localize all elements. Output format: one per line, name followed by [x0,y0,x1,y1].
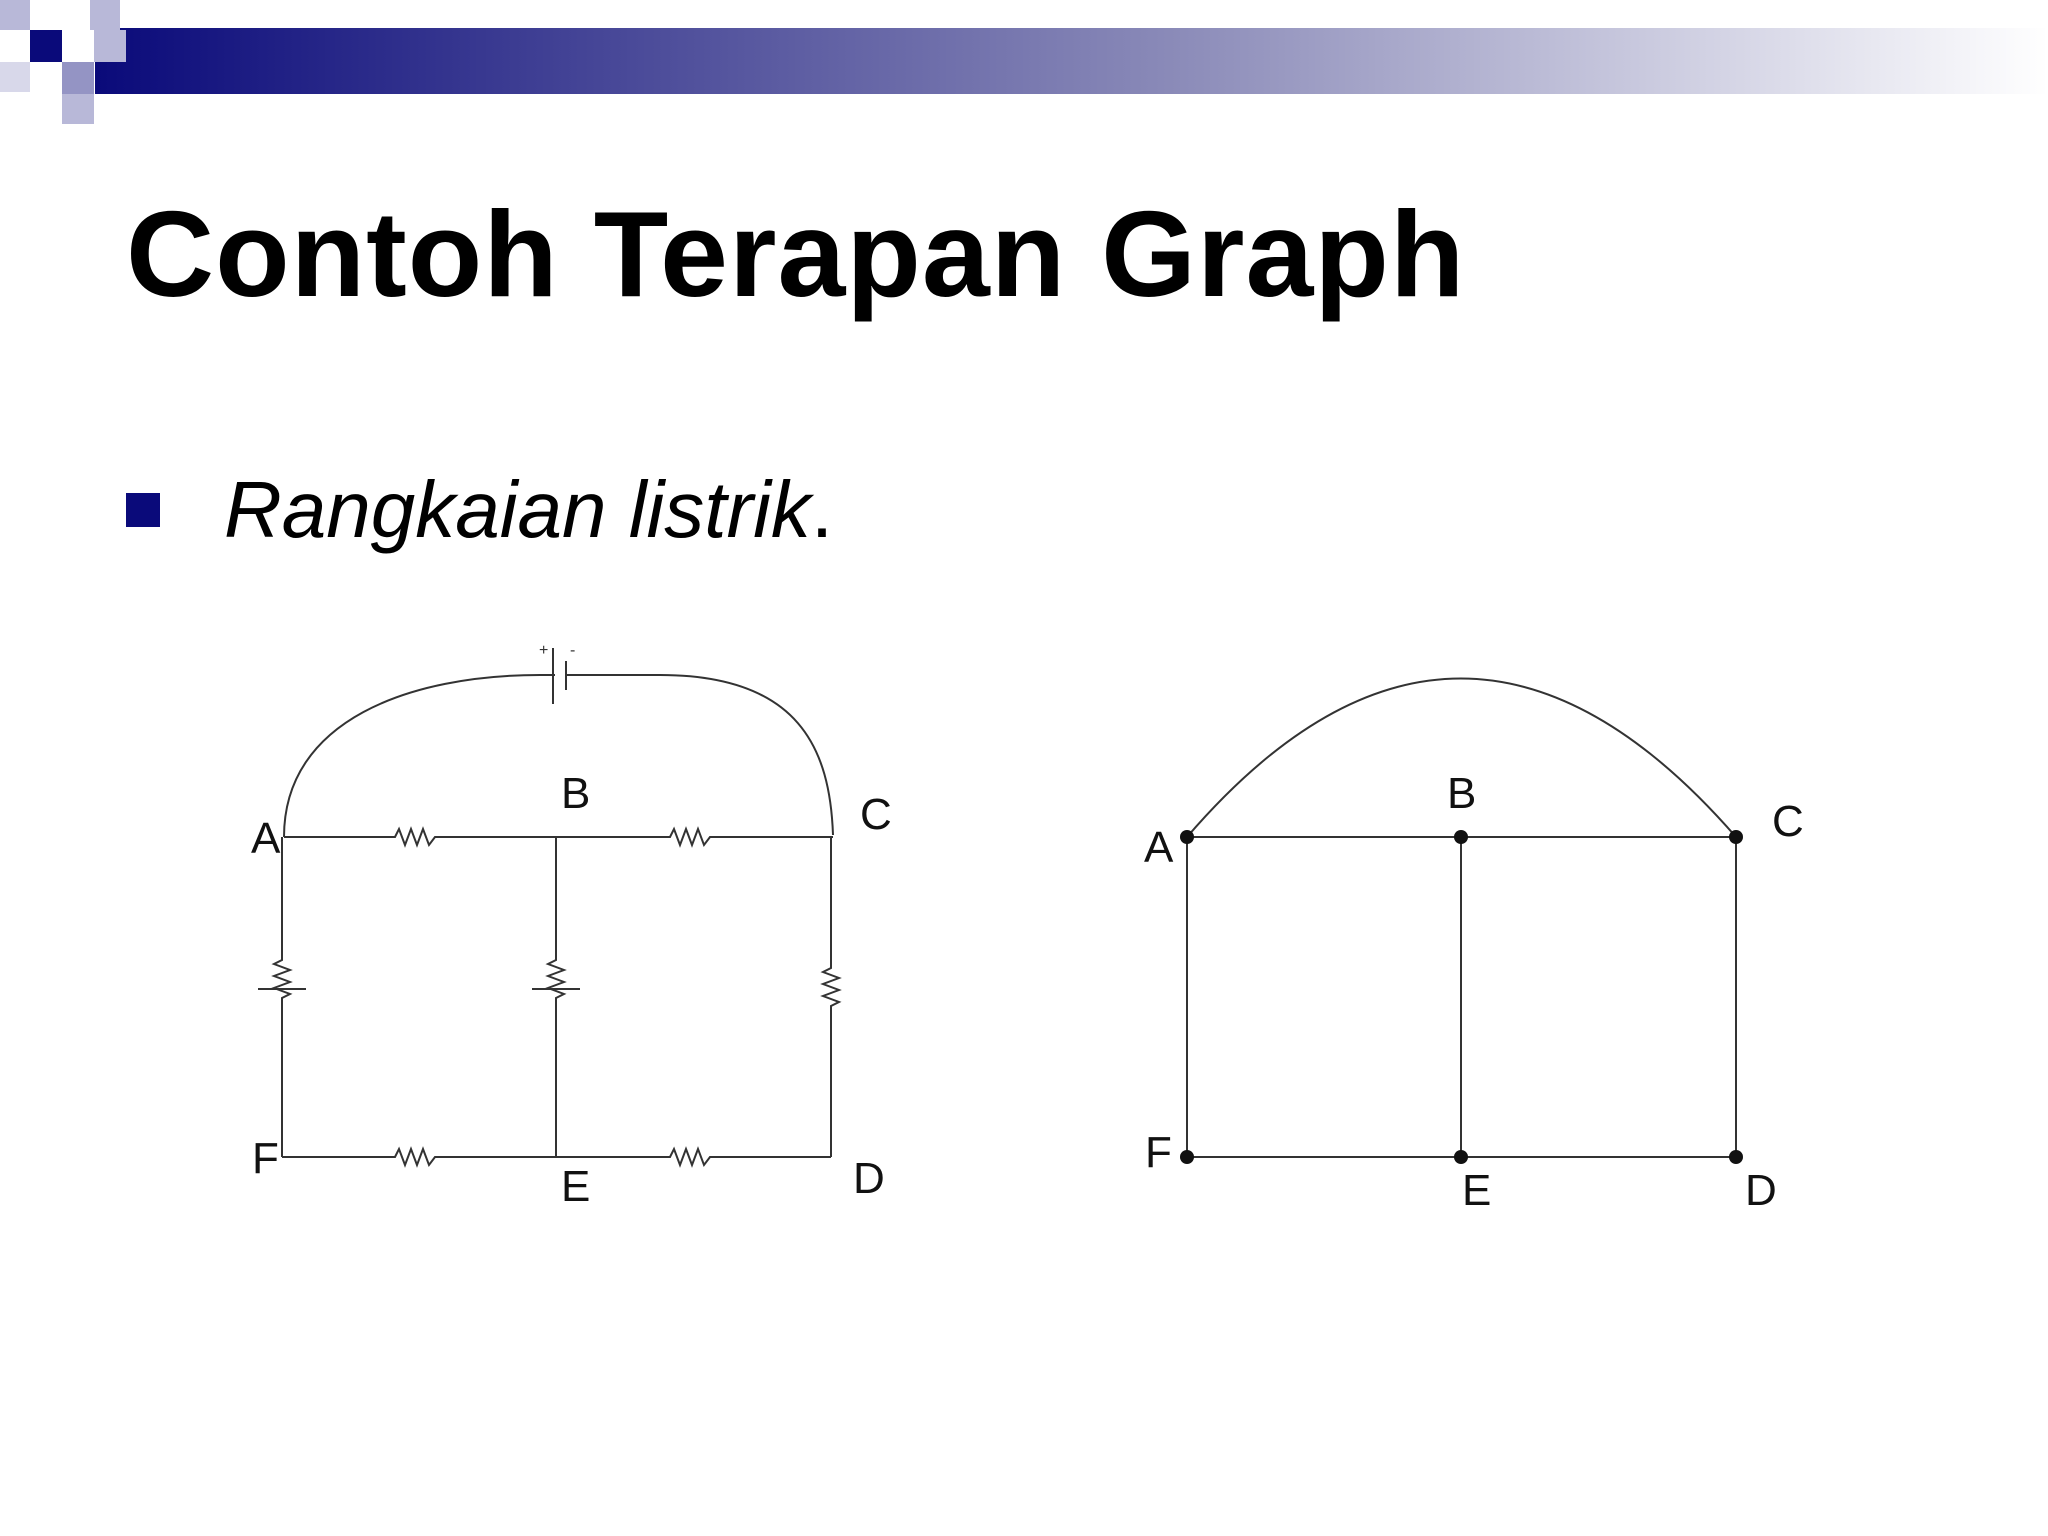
deco-square [62,30,94,62]
circuit-top-wire [283,674,834,838]
circuit-label-c: C [860,790,892,839]
resistor-a-f [271,837,293,1157]
resistor-f-e [282,1146,556,1168]
graph-label-e: E [1462,1166,1491,1215]
deco-square [0,0,30,30]
circuit-label-b: B [561,769,590,818]
header-band-bar [95,28,2048,94]
deco-square [62,94,94,124]
battery-minus-label: - [570,642,575,659]
graph-label-b: B [1447,769,1476,818]
bullet-square-icon [126,493,160,527]
deco-square [94,30,126,62]
header-decoration [0,0,2048,140]
deco-square [30,0,60,30]
graph-label-c: C [1772,797,1804,846]
circuit-label-d: D [853,1154,885,1203]
deco-square [62,62,94,94]
resistor-a-b [284,826,556,848]
bullet-text: Rangkaian listrik. [224,464,833,556]
battery-plus-label: + [539,642,548,659]
graph-vertex-b [1454,830,1468,844]
bullet-item: Rangkaian listrik. [126,460,833,560]
header-gradient-band [0,0,2048,124]
graph-diagram: A B C D E F [1130,620,1830,1220]
resistor-b-e [545,837,567,1157]
graph-svg: A B C D E F [1144,677,1804,1215]
circuit-diagram: + - A B C D E F [240,620,920,1220]
circuit-label-a: A [251,814,281,863]
circuit-label-f: F [252,1134,279,1183]
deco-square [0,62,30,92]
deco-square [30,30,62,62]
resistor-e-d [556,1146,831,1168]
bullet-text-suffix: . [810,465,834,554]
graph-vertex-f [1180,1150,1194,1164]
deco-square [90,0,120,30]
graph-label-d: D [1745,1166,1777,1215]
graph-vertex-d [1729,1150,1743,1164]
graph-edge-a-c [1186,677,1737,838]
graph-vertex-a [1180,830,1194,844]
resistor-b-c [556,826,833,848]
resistor-c-d [820,837,842,1157]
graph-vertex-c [1729,830,1743,844]
circuit-svg: + - A B C D E F [251,642,892,1211]
circuit-label-e: E [561,1162,590,1211]
bullet-text-italic: Rangkaian listrik [224,465,811,554]
graph-label-f: F [1145,1128,1172,1177]
slide-title: Contoh Terapan Graph [126,186,1466,322]
graph-vertex-e [1454,1150,1468,1164]
graph-label-a: A [1144,823,1174,872]
